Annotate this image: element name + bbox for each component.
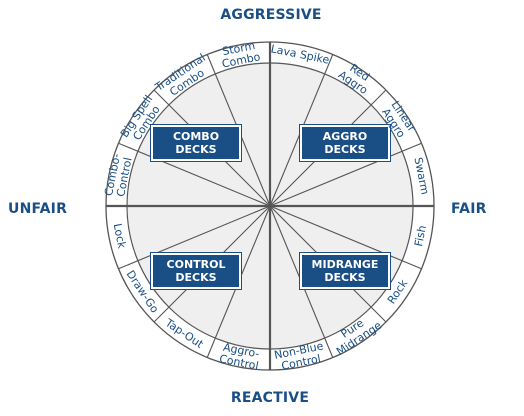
axis-label-reactive: REACTIVE (230, 390, 310, 406)
axis-label-aggressive: AGGRESSIVE (220, 7, 322, 23)
quadrant-label-line: MIDRANGE (311, 258, 379, 271)
quadrant-label-line: AGGRO (322, 130, 368, 143)
segment-divider (118, 142, 271, 207)
segment-divider (118, 205, 271, 270)
quadrant-label-line: DECKS (324, 271, 366, 284)
quadrant-label-line: DECKS (175, 271, 217, 284)
outer-ring (105, 41, 435, 371)
quadrant-label-line: DECKS (324, 143, 366, 156)
axis-label-fair: FAIR (451, 201, 487, 217)
segment-divider (269, 205, 422, 270)
inner-ring (126, 62, 414, 350)
quadrant-label-line: CONTROL (166, 258, 226, 271)
quadrant-label-line: COMBO (172, 130, 220, 143)
axis-label-unfair: UNFAIR (8, 201, 68, 217)
quadrant-label-line: DECKS (175, 143, 217, 156)
segment-divider (269, 142, 422, 207)
